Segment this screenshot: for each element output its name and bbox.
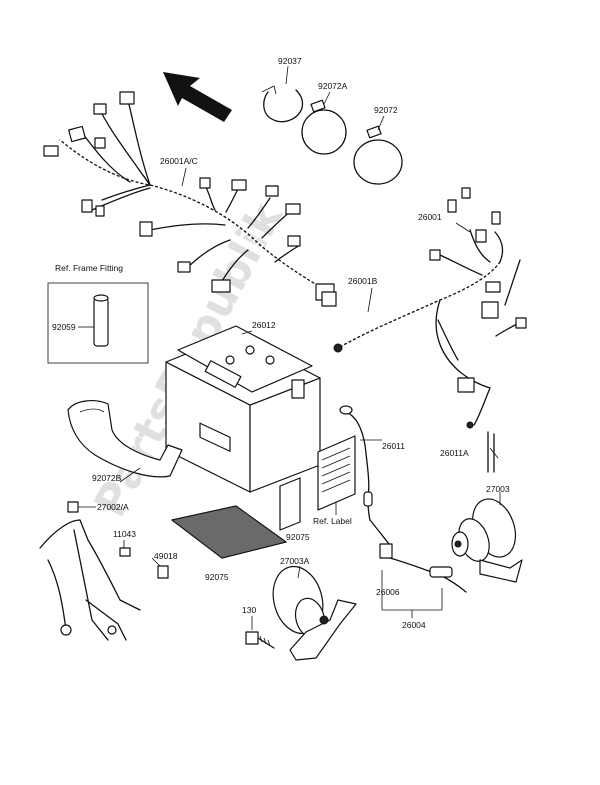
callout-27002a: 27002/A bbox=[97, 502, 129, 512]
callout-130: 130 bbox=[242, 605, 256, 615]
callout-92075-pad: 92075 bbox=[286, 532, 310, 542]
leader-lines bbox=[119, 167, 499, 579]
callout-27003: 27003 bbox=[486, 484, 510, 494]
strap-92072b bbox=[67, 400, 183, 478]
inset-box bbox=[47, 282, 149, 364]
callout-92075-mat: 92075 bbox=[205, 572, 229, 582]
callout-labels: 92037 92072A 92072 26001A/C 26001 26001B… bbox=[52, 56, 510, 630]
ref-label-plate: Ref. Label bbox=[313, 435, 356, 526]
callout-26011a: 26011A bbox=[440, 448, 469, 458]
callout-26004: 26004 bbox=[402, 620, 426, 630]
horn-27003a bbox=[272, 565, 357, 661]
callout-92037: 92037 bbox=[278, 56, 302, 66]
callout-92072b: 92072B bbox=[92, 473, 122, 483]
inset-title: Ref. Frame Fitting bbox=[55, 263, 123, 273]
battery-26012 bbox=[165, 325, 321, 493]
callout-92072a: 92072A bbox=[318, 81, 348, 91]
front-direction-arrow-icon bbox=[163, 72, 232, 122]
callout-92059: 92059 bbox=[52, 322, 76, 332]
callout-27003a: 27003A bbox=[280, 556, 310, 566]
wiring-harness-26001ac bbox=[43, 91, 337, 307]
callout-26011: 26011 bbox=[382, 441, 405, 451]
callout-26001ac: 26001A/C bbox=[160, 156, 198, 166]
callout-26012: 26012 bbox=[252, 320, 276, 330]
frame-fragment bbox=[39, 501, 169, 641]
wiring-harness-26001b bbox=[333, 187, 527, 429]
mat-92075 bbox=[170, 505, 288, 559]
inset-frame-fitting: Ref. Frame Fitting bbox=[47, 263, 149, 364]
pad-92075 bbox=[279, 477, 301, 531]
callout-26006: 26006 bbox=[376, 587, 400, 597]
clamp-92072a bbox=[301, 91, 347, 155]
horn-27003 bbox=[451, 492, 523, 583]
cable-26011 bbox=[339, 405, 467, 593]
clamp-92037 bbox=[261, 65, 304, 123]
callout-11043: 11043 bbox=[113, 529, 136, 539]
bolt-130 bbox=[245, 616, 275, 649]
callout-26001: 26001 bbox=[418, 212, 442, 222]
callout-49018: 49018 bbox=[154, 551, 178, 561]
callout-92072: 92072 bbox=[374, 105, 398, 115]
callout-26001b: 26001B bbox=[348, 276, 378, 286]
bracket-26004 bbox=[381, 570, 443, 618]
ref-label-text: Ref. Label bbox=[313, 516, 352, 526]
clamp-92072 bbox=[353, 115, 403, 185]
